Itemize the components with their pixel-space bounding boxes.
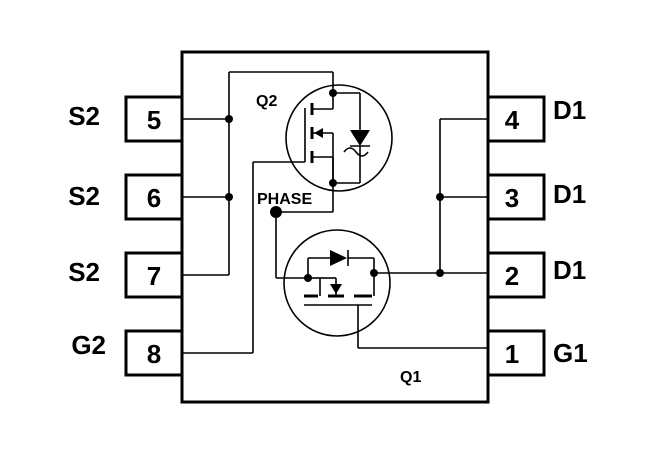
q2-label: Q2 — [256, 93, 277, 110]
junction-dot — [304, 274, 312, 282]
pin-number-4: 4 — [505, 105, 520, 135]
mosfet-q1: Q1 — [283, 229, 421, 386]
phase-label: PHASE — [257, 191, 312, 208]
pin-name-7: S2 — [68, 257, 100, 287]
pin-number-8: 8 — [147, 339, 161, 369]
pin-name-4: D1 — [553, 95, 586, 125]
gate-g2-wire — [182, 161, 305, 354]
left-pins: 5 6 7 8 S2 S2 S2 G2 — [68, 95, 184, 377]
q1-label: Q1 — [400, 369, 421, 386]
phase-node: PHASE — [257, 183, 334, 279]
pin-name-1: G1 — [553, 338, 588, 368]
pin-number-6: 6 — [147, 183, 161, 213]
phase-dot — [270, 206, 282, 218]
pin-number-3: 3 — [505, 183, 519, 213]
junction-dot — [436, 193, 444, 201]
pin-number-7: 7 — [147, 261, 161, 291]
right-pins: 4 3 2 1 D1 D1 D1 G1 — [486, 95, 588, 377]
package-body — [180, 50, 490, 404]
pin-name-3: D1 — [553, 179, 586, 209]
pin-box-2 — [486, 251, 546, 299]
pin-name-2: D1 — [553, 255, 586, 285]
body-diode-q1 — [330, 250, 347, 266]
junction-dot — [225, 115, 233, 123]
mosfet-q2-body — [285, 84, 393, 192]
junction-dot — [329, 89, 337, 97]
pin-name-6: S2 — [68, 181, 100, 211]
pin-number-2: 2 — [505, 261, 519, 291]
pin-name-8: G2 — [71, 330, 106, 360]
body-diode-q2 — [350, 130, 370, 146]
junction-dot — [436, 269, 444, 277]
pin-number-5: 5 — [147, 105, 161, 135]
junction-dot — [225, 193, 233, 201]
mosfet-q1-body — [283, 229, 391, 337]
drain-bus-d1 — [374, 118, 488, 277]
mosfet-q2: Q2 — [256, 84, 393, 192]
pin-box-1 — [486, 329, 546, 377]
pin-name-5: S2 — [68, 101, 100, 131]
pin-number-1: 1 — [505, 339, 519, 369]
